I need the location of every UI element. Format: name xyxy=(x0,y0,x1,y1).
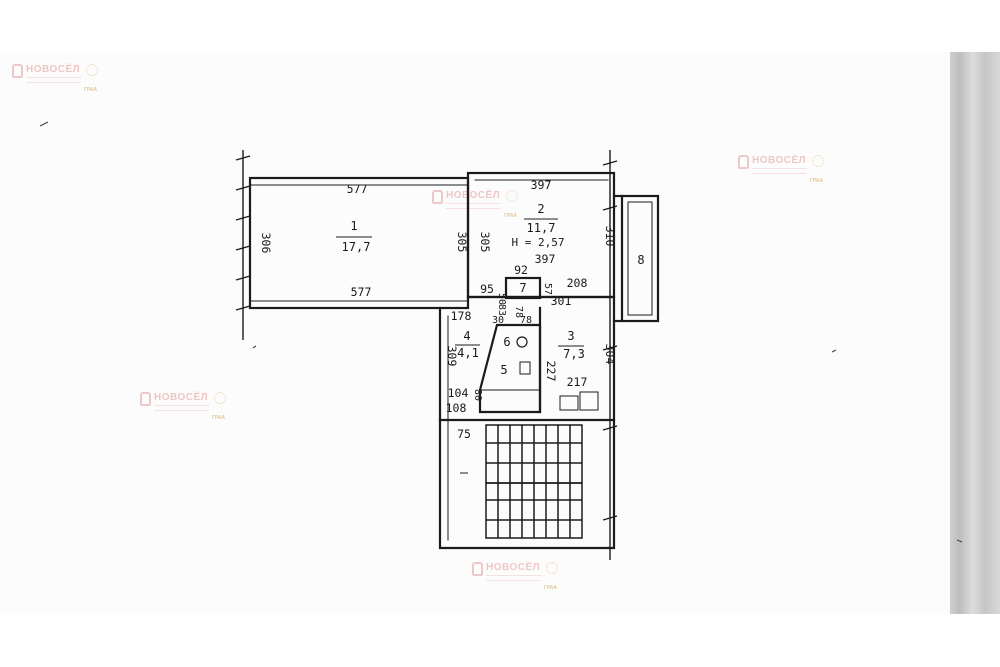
sun-logo-icon xyxy=(214,392,226,404)
dim-50: 50 xyxy=(496,293,507,305)
watermark-mid-left: НОВОСЁЛ ГРАА xyxy=(140,392,226,423)
dim-577-bottom: 577 xyxy=(351,285,372,299)
dimension-ticks xyxy=(235,150,618,560)
room-3-number: 3 xyxy=(567,329,574,343)
dim-305-left: 305 xyxy=(455,232,469,253)
room-8-balcony xyxy=(620,194,660,323)
dim-217: 217 xyxy=(567,375,588,389)
room-1-number: 1 xyxy=(350,219,357,233)
scan-edge-strip xyxy=(950,52,1000,614)
dim-208: 208 xyxy=(567,276,588,290)
watermark-plan-center: НОВОСЁЛ ГРАА xyxy=(432,190,518,221)
room-7-outline xyxy=(504,276,542,300)
dimension-labels: 577 577 306 305 305 397 397 310 92 95 50… xyxy=(259,178,617,441)
dim-306: 306 xyxy=(259,233,273,254)
dim-83: 83 xyxy=(496,304,507,316)
house-logo-icon xyxy=(432,190,443,204)
watermark-top-right: НОВОСЁЛ ГРАА xyxy=(738,155,824,186)
dim-310: 310 xyxy=(603,226,617,247)
watermark-badge: ГРАА xyxy=(504,213,517,219)
house-logo-icon xyxy=(472,562,483,576)
dim-305-right: 305 xyxy=(478,232,492,253)
room-7-number: 7 xyxy=(519,281,526,295)
room-2-number: 2 xyxy=(537,202,544,216)
room-5-number: 5 xyxy=(500,363,507,377)
dim-80: 80 xyxy=(472,389,483,401)
room-3-area: 7,3 xyxy=(563,347,585,361)
dim-397-bottom: 397 xyxy=(535,252,556,266)
watermark-brand: НОВОСЁЛ xyxy=(154,392,209,403)
watermark-bottom: НОВОСЁЛ ГРАА xyxy=(472,562,558,593)
watermark-tagline xyxy=(26,77,81,83)
room-8-number: 8 xyxy=(637,253,644,267)
watermark-badge: ГРАА xyxy=(84,87,97,93)
watermark-tagline xyxy=(486,575,541,581)
dim-104: 104 xyxy=(448,386,469,400)
dim-57: 57 xyxy=(542,283,553,295)
watermark-badge: ГРАА xyxy=(544,585,557,591)
dim-30: 30 xyxy=(492,315,504,326)
scan-specks xyxy=(39,121,963,543)
dim-577-top: 577 xyxy=(347,182,368,196)
watermark-brand: НОВОСЁЛ xyxy=(446,190,501,201)
sun-logo-icon xyxy=(546,562,558,574)
bath-area-outline xyxy=(478,323,542,414)
watermark-brand: НОВОСЁЛ xyxy=(26,64,81,75)
room-2-height-note: H = 2,57 xyxy=(512,236,565,249)
watermark-top-left: НОВОСЁЛ ГРАА xyxy=(12,64,98,95)
house-logo-icon xyxy=(140,392,151,406)
room-6-number: 6 xyxy=(503,335,510,349)
room-2-area: 11,7 xyxy=(527,221,556,235)
room-1-area: 17,7 xyxy=(342,240,371,254)
watermark-badge: ГРАА xyxy=(810,178,823,184)
dim-108: 108 xyxy=(446,401,467,415)
sun-logo-icon xyxy=(506,190,518,202)
dim-178: 178 xyxy=(451,309,472,323)
dim-78-horizontal: 78 xyxy=(520,315,532,326)
walls xyxy=(248,171,660,550)
house-logo-icon xyxy=(738,155,749,169)
watermark-tagline xyxy=(446,203,501,209)
house-logo-icon xyxy=(12,64,23,78)
sun-logo-icon xyxy=(86,64,98,76)
watermark-badge: ГРАА xyxy=(212,415,225,421)
dim-304: 304 xyxy=(603,344,617,365)
dim-227: 227 xyxy=(544,361,558,382)
staircase xyxy=(485,424,583,539)
watermark-brand: НОВОСЁЛ xyxy=(752,155,807,166)
dim-92: 92 xyxy=(514,263,528,277)
watermark-tagline xyxy=(154,405,209,411)
sun-logo-icon xyxy=(812,155,824,167)
dim-95: 95 xyxy=(480,282,494,296)
watermark-brand: НОВОСЁЛ xyxy=(486,562,541,573)
dim-78-vertical: 78 xyxy=(513,306,524,318)
room-4-number: 4 xyxy=(463,329,470,343)
room-labels: 1 17,7 2 11,7 H = 2,57 3 7,3 4 4,1 5 6 7… xyxy=(336,202,645,377)
watermark-tagline xyxy=(752,168,807,174)
dim-301: 301 xyxy=(551,294,572,308)
dim-309: 309 xyxy=(445,346,459,367)
dim-397-top: 397 xyxy=(531,178,552,192)
room-4-area: 4,1 xyxy=(457,346,479,360)
lower-block-outline xyxy=(438,295,616,550)
dim-75: 75 xyxy=(457,427,471,441)
